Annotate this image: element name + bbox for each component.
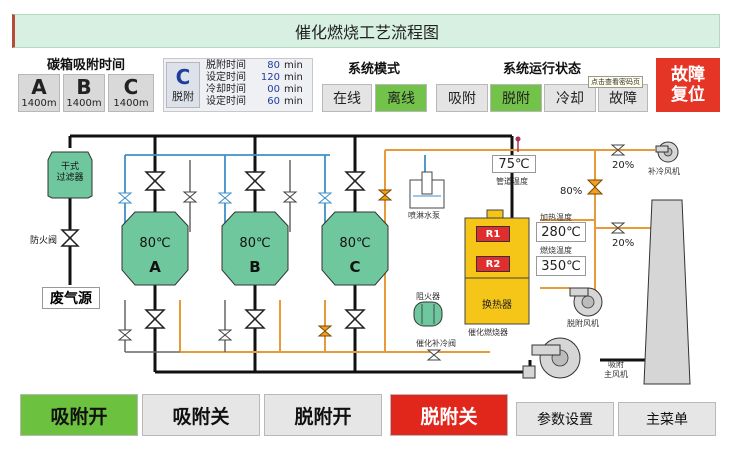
param-unit: min bbox=[284, 84, 303, 95]
small-valves[interactable] bbox=[117, 144, 626, 361]
main-menu-button[interactable]: 主菜单 bbox=[618, 402, 716, 436]
status-cool[interactable]: 冷却 bbox=[544, 84, 596, 112]
tank-c-temp: 80℃ bbox=[339, 236, 371, 251]
dry-filter-label-line1: 干式 bbox=[60, 162, 79, 172]
carbon-box-b-letter: B bbox=[76, 75, 92, 99]
param-name: 设定时间 bbox=[206, 96, 246, 107]
param-value: 80 bbox=[267, 60, 280, 71]
tank-a[interactable] bbox=[121, 211, 189, 286]
fire-valve-label: 防火阀 bbox=[30, 236, 58, 246]
main-fan-label-line1: 吸附 bbox=[608, 360, 624, 369]
combustion-temp-value: 350℃ bbox=[536, 256, 586, 276]
r2-box: R2 bbox=[476, 256, 510, 272]
heating-temp-value: 280℃ bbox=[536, 222, 586, 242]
desorb-fan-label: 脱附风机 bbox=[567, 319, 599, 328]
online-button[interactable]: 在线 bbox=[322, 84, 372, 112]
status-desorb[interactable]: 脱附 bbox=[490, 84, 542, 112]
spray-pump-label: 喷淋水泵 bbox=[408, 211, 440, 220]
carbon-box-a[interactable]: A 1400m bbox=[18, 74, 60, 112]
tank-a-letter: A bbox=[149, 258, 161, 276]
param-value: 00 bbox=[267, 84, 280, 95]
carbon-box-c-letter: C bbox=[123, 75, 139, 99]
carbon-box-b-time: 1400m bbox=[66, 98, 102, 109]
spray-pump-icon[interactable] bbox=[409, 171, 445, 209]
desorb-panel-letter: C bbox=[175, 65, 191, 89]
param-name: 冷却时间 bbox=[206, 84, 246, 95]
pipe-temp-probe bbox=[515, 136, 521, 152]
valve-20b-label: 20% bbox=[612, 238, 635, 249]
carbon-box-c-time: 1400m bbox=[113, 98, 149, 109]
tank-c[interactable] bbox=[321, 211, 389, 286]
carbon-box-b[interactable]: B 1400m bbox=[63, 74, 105, 112]
flame-arrester-icon[interactable] bbox=[413, 301, 443, 327]
carbon-box-a-letter: A bbox=[31, 75, 47, 99]
supplement-fan-icon[interactable] bbox=[655, 141, 679, 163]
r1-box: R1 bbox=[476, 226, 510, 242]
param-row: 冷却时间 00 min bbox=[206, 84, 312, 96]
carbon-box-c[interactable]: C 1400m bbox=[108, 74, 154, 112]
heating-temp-label: 加热温度 bbox=[540, 213, 572, 222]
fault-reset-line2: 复位 bbox=[671, 85, 705, 105]
adsorb-on-button[interactable]: 吸附开 bbox=[20, 394, 138, 436]
fault-reset-line1: 故障 bbox=[671, 65, 705, 85]
param-value[interactable]: 60 bbox=[267, 96, 280, 107]
param-unit: min bbox=[284, 60, 303, 71]
valve-80-label: 80% bbox=[560, 186, 583, 197]
main-fan-label: 吸附 主风机 bbox=[604, 360, 628, 380]
system-status-title: 系统运行状态 bbox=[502, 62, 581, 77]
param-name: 脱附时间 bbox=[206, 60, 246, 71]
chimney bbox=[643, 199, 691, 385]
desorb-panel-label: 脱附 bbox=[172, 90, 194, 103]
catalytic-cold-valve-label: 催化补冷阀 bbox=[416, 339, 456, 348]
heat-exchanger-label: 换热器 bbox=[482, 300, 512, 311]
black-valves[interactable] bbox=[144, 171, 366, 329]
status-adsorb[interactable]: 吸附 bbox=[436, 84, 488, 112]
tank-b[interactable] bbox=[221, 211, 289, 286]
offline-button[interactable]: 离线 bbox=[375, 84, 427, 112]
tank-b-letter: B bbox=[249, 258, 261, 276]
param-value[interactable]: 120 bbox=[260, 72, 280, 83]
fault-reset-button[interactable]: 故障 复位 bbox=[656, 58, 720, 112]
pipe-temp-label: 管道温度 bbox=[496, 177, 528, 186]
param-name: 设定时间 bbox=[206, 72, 246, 83]
password-tooltip: 点击查看密码页 bbox=[588, 76, 643, 88]
orange-valves[interactable] bbox=[317, 179, 604, 337]
main-fan-icon[interactable] bbox=[522, 337, 581, 379]
supplement-fan-label: 补冷风机 bbox=[648, 167, 680, 176]
carbon-box-a-time: 1400m bbox=[21, 98, 57, 109]
tank-a-temp: 80℃ bbox=[139, 236, 171, 251]
desorb-on-button[interactable]: 脱附开 bbox=[264, 394, 382, 436]
desorb-params: 脱附时间 80 min 设定时间 120 min 冷却时间 00 min 设定时间 60 min bbox=[206, 60, 312, 108]
param-row: 脱附时间 80 min bbox=[206, 60, 312, 72]
page-title: 催化燃烧工艺流程图 bbox=[12, 14, 720, 48]
param-unit: min bbox=[284, 72, 303, 83]
waste-gas-source[interactable]: 废气源 bbox=[42, 287, 100, 309]
valve-20a-label: 20% bbox=[612, 160, 635, 171]
flame-arrester-label: 阻火器 bbox=[416, 292, 440, 301]
desorb-off-button[interactable]: 脱附关 bbox=[390, 394, 508, 436]
desorb-fan-icon[interactable] bbox=[569, 287, 603, 317]
params-button[interactable]: 参数设置 bbox=[516, 402, 614, 436]
main-fan-label-line2: 主风机 bbox=[604, 370, 628, 379]
param-row: 设定时间 120 min bbox=[206, 72, 312, 84]
param-unit: min bbox=[284, 96, 303, 107]
desorb-panel-indicator: C 脱附 bbox=[166, 62, 200, 108]
dry-filter bbox=[47, 151, 93, 199]
page-title-text: 催化燃烧工艺流程图 bbox=[294, 23, 439, 42]
tank-b-temp: 80℃ bbox=[239, 236, 271, 251]
system-mode-title: 系统模式 bbox=[347, 62, 400, 77]
param-row: 设定时间 60 min bbox=[206, 96, 312, 108]
dry-filter-label: 干式 过滤器 bbox=[48, 162, 92, 184]
tank-c-letter: C bbox=[349, 258, 361, 276]
catalytic-burner-label: 催化燃烧器 bbox=[468, 328, 508, 337]
blue-valves[interactable] bbox=[117, 192, 333, 204]
carbon-box-title: 碳箱吸附时间 bbox=[46, 58, 125, 73]
fire-valve-icon[interactable] bbox=[60, 229, 80, 247]
adsorb-off-button[interactable]: 吸附关 bbox=[142, 394, 260, 436]
pipe-temp-value: 75℃ bbox=[492, 155, 536, 173]
dry-filter-label-line2: 过滤器 bbox=[56, 173, 84, 183]
combustion-temp-label: 燃烧温度 bbox=[540, 246, 572, 255]
